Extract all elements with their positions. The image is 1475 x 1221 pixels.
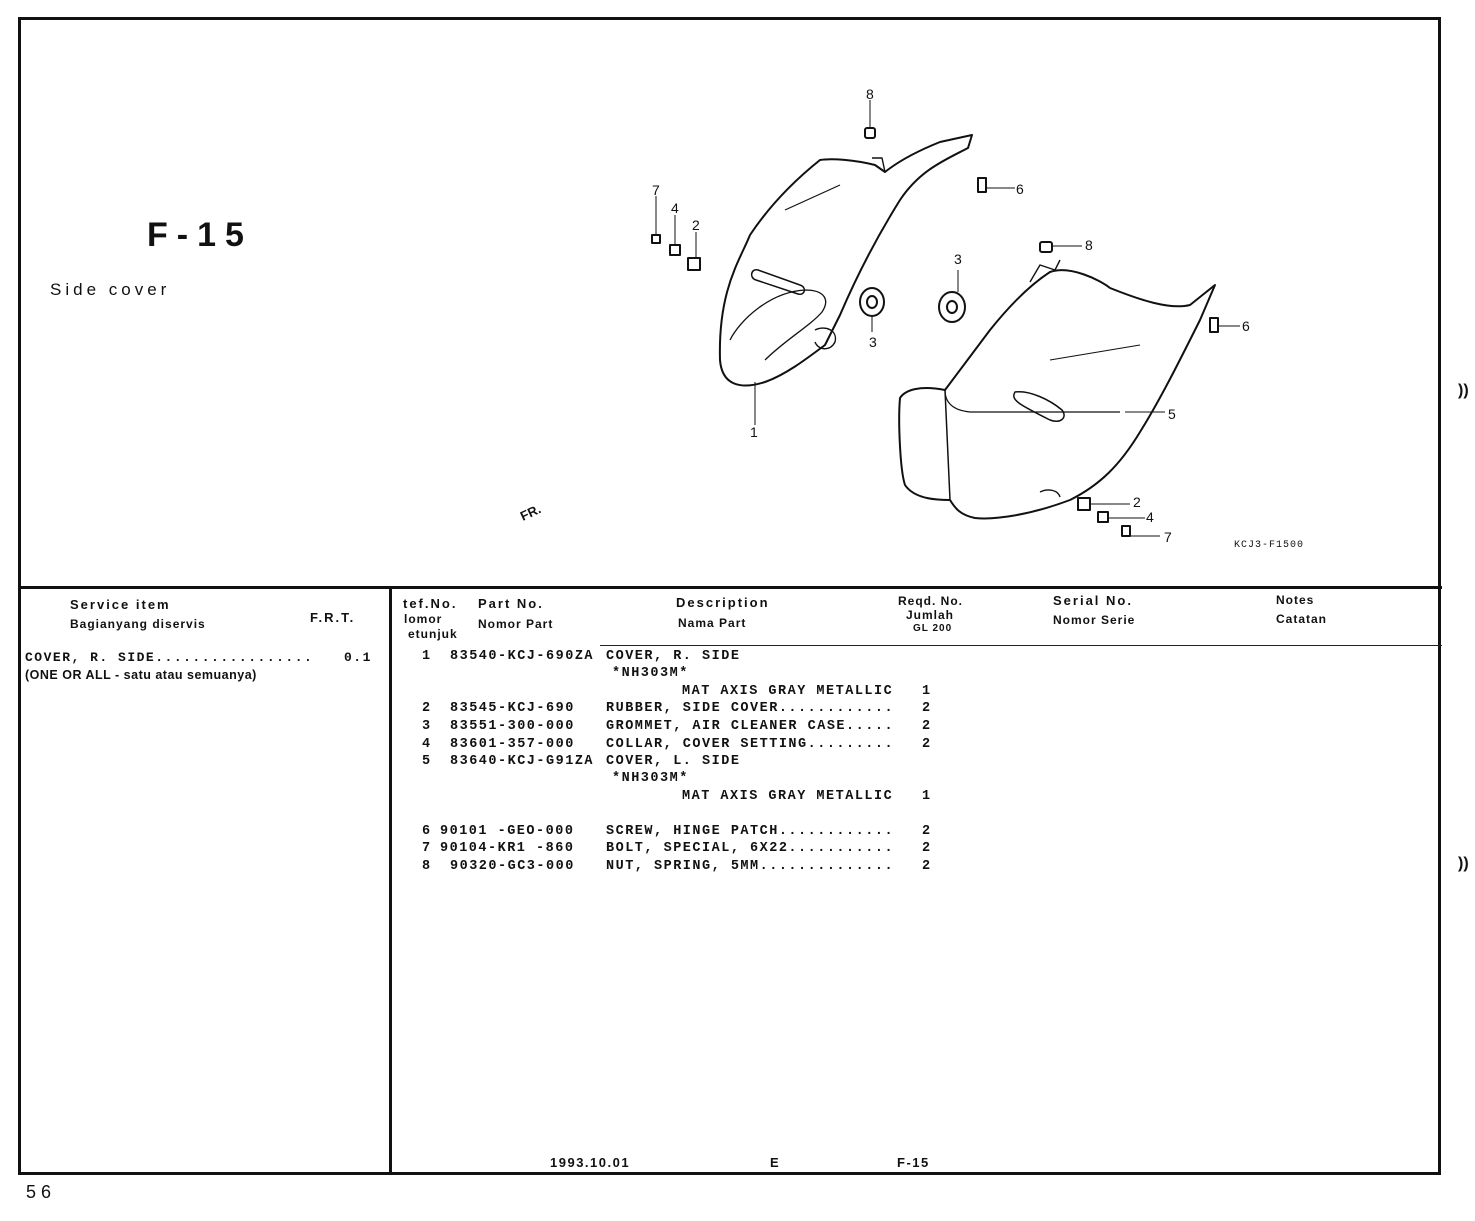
- part-number: 90101 -GEO-000: [440, 824, 575, 839]
- page-number: 56: [26, 1182, 57, 1202]
- col-serial-no-local: Nomor Serie: [1053, 613, 1136, 627]
- callout-7: 7: [1164, 529, 1172, 545]
- exploded-diagram: [651, 100, 1240, 537]
- col-reqd-no-local: Jumlah: [906, 608, 955, 622]
- callout-1: 1: [750, 424, 758, 440]
- col-frt: F.R.T.: [310, 610, 356, 625]
- callout-6: 6: [1242, 318, 1250, 334]
- callout-4: 4: [671, 200, 679, 216]
- part-description: SCREW, HINGE PATCH............: [606, 824, 895, 839]
- col-model: GL 200: [913, 623, 953, 634]
- col-reqd-no: Reqd. No.: [898, 594, 963, 608]
- part-description: *NH303M*: [612, 771, 689, 786]
- part-description: COLLAR, COVER SETTING.........: [606, 737, 895, 752]
- part-qty: 2: [922, 841, 932, 856]
- callout-6: 6: [1016, 181, 1024, 197]
- callout-4: 4: [1146, 509, 1154, 525]
- part-ref: 7: [422, 841, 432, 856]
- column-divider: [389, 587, 392, 1175]
- callout-7: 7: [652, 182, 660, 198]
- part-ref: 6: [422, 824, 432, 839]
- callout-5: 5: [1168, 406, 1176, 422]
- part-number: 83540-KCJ-690ZA: [450, 649, 595, 664]
- col-service-item-local: Bagianyang diservis: [70, 617, 206, 631]
- table-divider: [18, 586, 1442, 589]
- part-description: GROMMET, AIR CLEANER CASE.....: [606, 719, 895, 734]
- callout-8: 8: [1085, 237, 1093, 253]
- part-ref: 8: [422, 859, 432, 874]
- callout-3: 3: [869, 334, 877, 350]
- col-ref-no-local1: lomor: [404, 612, 443, 626]
- part-description: COVER, R. SIDE: [606, 649, 741, 664]
- col-notes-local: Catatan: [1276, 612, 1328, 626]
- part-qty: 2: [922, 701, 932, 716]
- figure-code: KCJ3-F1500: [1234, 540, 1305, 551]
- col-part-no-local: Nomor Part: [478, 617, 554, 631]
- part-qty: 2: [922, 859, 932, 874]
- col-service-item: Service item: [70, 597, 171, 612]
- col-serial-no: Serial No.: [1053, 593, 1133, 608]
- part-number: 90104-KR1 -860: [440, 841, 575, 856]
- col-ref-no-local2: etunjuk: [408, 627, 458, 641]
- service-frt: 0.1: [344, 650, 372, 665]
- part-number: 83545-KCJ-690: [450, 701, 575, 716]
- page-title: F-15: [147, 216, 253, 254]
- binding-mark: )): [1458, 855, 1469, 872]
- part-description: BOLT, SPECIAL, 6X22...........: [606, 841, 895, 856]
- part-description: NUT, SPRING, 5MM..............: [606, 859, 895, 874]
- col-ref-no: tef.No.: [403, 596, 458, 611]
- part-number: 90320-GC3-000: [450, 859, 575, 874]
- part-number: 83601-357-000: [450, 737, 575, 752]
- part-ref: 4: [422, 737, 432, 752]
- page-subtitle: Side cover: [50, 280, 171, 299]
- part-description: RUBBER, SIDE COVER............: [606, 701, 895, 716]
- page-frame: [18, 17, 1441, 1173]
- col-part-no: Part No.: [478, 596, 544, 611]
- footer-edition: E: [770, 1155, 781, 1170]
- part-qty: 2: [922, 719, 932, 734]
- part-qty: 1: [922, 789, 932, 804]
- part-description: MAT AXIS GRAY METALLIC: [682, 789, 894, 804]
- callout-3: 3: [954, 251, 962, 267]
- part-description: COVER, L. SIDE: [606, 754, 741, 769]
- footer-code: F-15: [897, 1155, 930, 1170]
- header-underline: [600, 645, 1442, 646]
- right-side-cover: [718, 134, 973, 387]
- service-item: COVER, R. SIDE.................: [25, 650, 314, 665]
- callout-2: 2: [1133, 494, 1141, 510]
- binding-mark: )): [1458, 382, 1469, 399]
- part-number: 83640-KCJ-G91ZA: [450, 754, 595, 769]
- col-description-local: Nama Part: [678, 616, 747, 630]
- part-ref: 3: [422, 719, 432, 734]
- part-description: *NH303M*: [612, 666, 689, 681]
- part-qty: 2: [922, 737, 932, 752]
- part-qty: 2: [922, 824, 932, 839]
- col-description: Description: [676, 595, 770, 610]
- col-notes: Notes: [1276, 593, 1315, 607]
- left-side-cover: [898, 269, 1216, 520]
- part-number: 83551-300-000: [450, 719, 575, 734]
- part-ref: 5: [422, 754, 432, 769]
- service-note: (ONE OR ALL - satu atau semuanya): [25, 668, 257, 682]
- part-ref: 2: [422, 701, 432, 716]
- frame-bottom-rule: [18, 1172, 1441, 1175]
- part-qty: 1: [922, 684, 932, 699]
- callout-8: 8: [866, 86, 874, 102]
- callout-2: 2: [692, 217, 700, 233]
- part-description: MAT AXIS GRAY METALLIC: [682, 684, 894, 699]
- footer-date: 1993.10.01: [550, 1155, 631, 1170]
- part-ref: 1: [422, 649, 432, 664]
